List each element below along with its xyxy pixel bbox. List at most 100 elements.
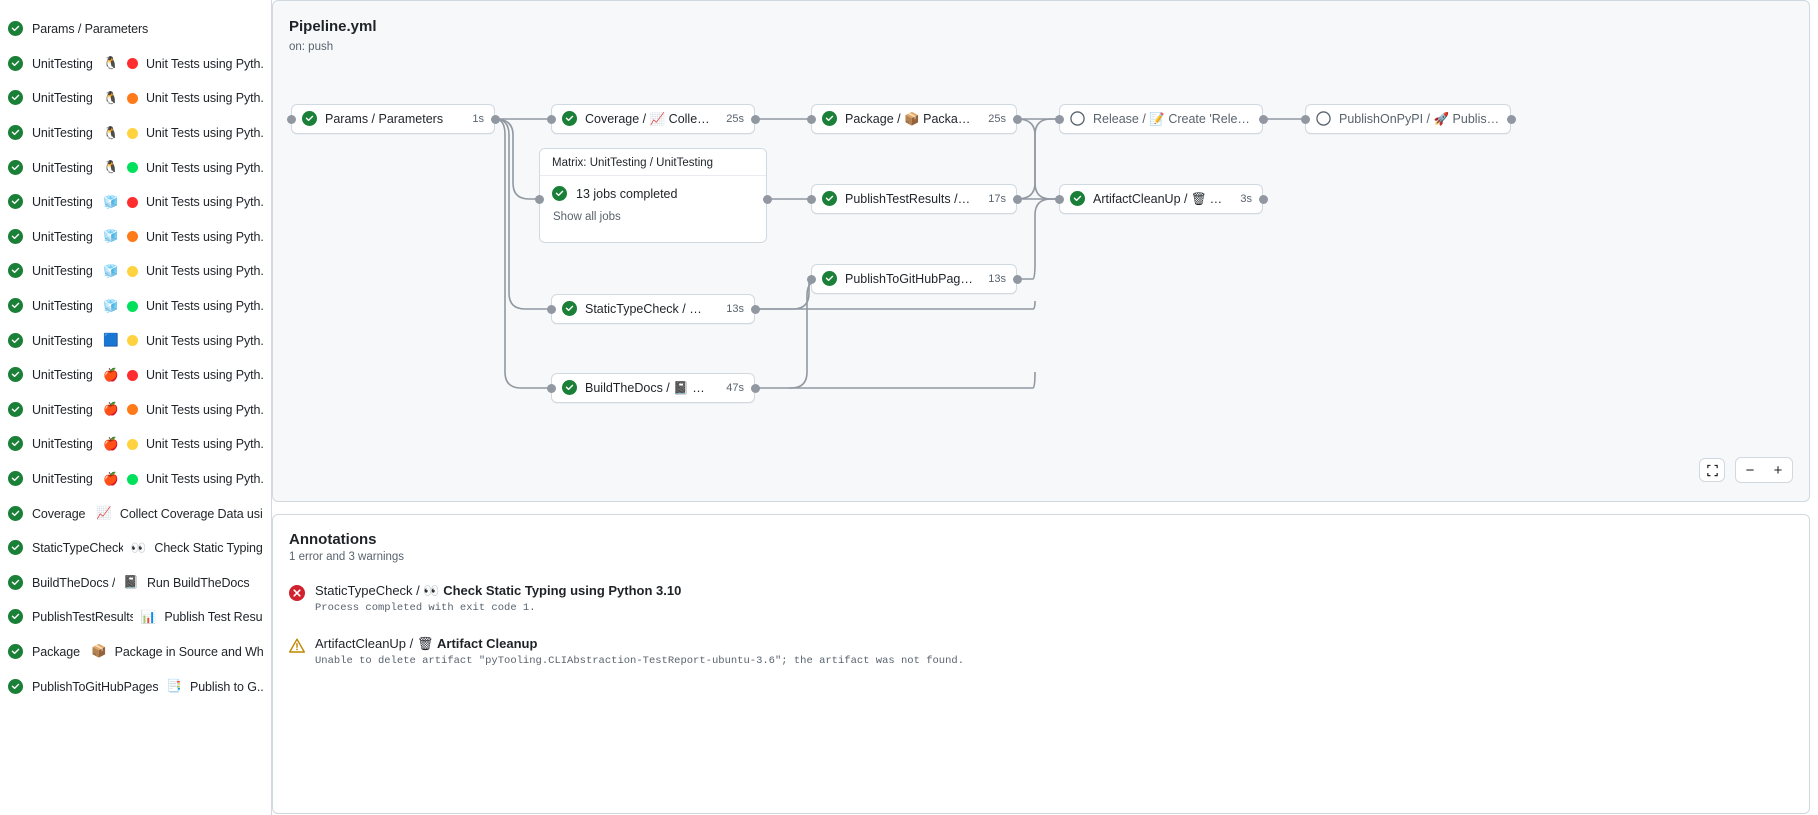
sidebar-job-item[interactable]: BuildTheDocs / 📓Run BuildTheDocs: [0, 566, 271, 601]
node-label: StaticTypeCheck / 👀 Chec...: [585, 301, 711, 316]
annotation-emoji-icon: 🗑: [416, 636, 434, 651]
sidebar-job-label-2: Unit Tests using Pyth...: [146, 56, 263, 71]
success-check-icon: [8, 125, 24, 141]
success-check-icon: [8, 505, 24, 522]
sidebar-job-item[interactable]: UnitTesting / 🍎Unit Tests using Pyth...: [0, 427, 271, 462]
python-version-dot: [127, 58, 138, 70]
graph-node-coverage[interactable]: Coverage / 📈 Collect Cove...25s: [551, 104, 755, 134]
sidebar-job-label: UnitTesting /: [32, 437, 96, 452]
python-version-dot: [127, 196, 138, 208]
node-emoji-icon: 👀: [689, 301, 705, 316]
success-check-icon: [1070, 191, 1086, 207]
node-label: Package / 📦 Package in So...: [845, 111, 973, 126]
success-check-icon: [8, 367, 24, 383]
sidebar-job-label-2: Unit Tests using Pyth...: [146, 437, 263, 452]
node-duration: 13s: [988, 273, 1006, 285]
show-all-jobs-link[interactable]: Show all jobs: [553, 211, 621, 223]
annotation-emoji-icon: 👀: [423, 583, 440, 598]
graph-node-cleanup[interactable]: ArtifactCleanUp / 🗑 Artifac...3s: [1059, 184, 1263, 214]
node-label: Release / 📝 Create 'Release P...: [1093, 111, 1252, 126]
graph-node-pypi[interactable]: PublishOnPyPI / 🚀 Publish to ...: [1305, 104, 1511, 134]
node-label: PublishTestResults / 📊 Pu...: [845, 192, 973, 207]
warning-icon: [289, 638, 305, 653]
success-check-icon: [8, 332, 24, 349]
skipped-circle-icon: [1070, 111, 1086, 127]
zoom-buttons-group[interactable]: − +: [1735, 457, 1793, 483]
sidebar-job-item[interactable]: Coverage / 📈Collect Coverage Data usi...: [0, 496, 271, 531]
sidebar-job-item[interactable]: UnitTesting / 🐧Unit Tests using Pyth...: [0, 150, 271, 185]
sidebar-job-item[interactable]: UnitTesting / 🐧Unit Tests using Pyth...: [0, 116, 271, 151]
annotation-item[interactable]: StaticTypeCheck / 👀 Check Static Typing …: [289, 583, 1793, 614]
graph-node-builddocs[interactable]: BuildTheDocs / 📓 Run Buil...47s: [551, 373, 755, 403]
annotations-list: StaticTypeCheck / 👀 Check Static Typing …: [289, 583, 1793, 667]
graph-node-package[interactable]: Package / 📦 Package in So...25s: [811, 104, 1017, 134]
node-emoji-icon: 📓: [673, 380, 689, 395]
graph-zoom-controls[interactable]: − +: [1699, 457, 1793, 483]
sidebar-job-item[interactable]: UnitTesting / 🧊Unit Tests using Pyth...: [0, 289, 271, 324]
graph-node-ghpages[interactable]: PublishToGitHubPages / 📑 ... 13s: [811, 264, 1017, 294]
sidebar-job-item[interactable]: PublishToGitHubPages / 📑Publish to G...: [0, 669, 271, 704]
success-check-icon: [562, 111, 578, 127]
zoom-out-button[interactable]: −: [1736, 458, 1764, 482]
python-version-dot: [127, 92, 138, 104]
sidebar-job-item[interactable]: UnitTesting / 🐧 Unit Tests using Pyth...: [0, 47, 271, 82]
sidebar-job-label-2: Run BuildTheDocs: [146, 575, 250, 590]
sidebar-job-label: PublishTestResults /: [32, 610, 133, 625]
graph-header: Pipeline.yml on: push: [273, 1, 1809, 53]
sidebar-job-item[interactable]: Package / 📦Package in Source and Wh...: [0, 635, 271, 670]
annotations-card: Annotations 1 error and 3 warnings Stati…: [272, 514, 1810, 814]
sidebar-job-label: Package /: [32, 644, 83, 659]
sidebar-job-item[interactable]: UnitTesting / 🍎Unit Tests using Pyth...: [0, 462, 271, 497]
sidebar-job-label-2: Package in Source and Wh...: [114, 644, 263, 659]
success-check-icon: [822, 271, 838, 287]
sidebar-job-item[interactable]: UnitTesting / 🐧Unit Tests using Pyth...: [0, 81, 271, 116]
sidebar-job-item[interactable]: UnitTesting / 🍎Unit Tests using Pyth...: [0, 393, 271, 428]
os-emoji-icon: 🐧: [103, 56, 119, 71]
success-check-icon: [8, 436, 24, 452]
sidebar-job-label: UnitTesting /: [32, 56, 96, 71]
os-emoji-icon: 🍎: [103, 471, 119, 486]
node-label: Params / Parameters: [325, 112, 444, 126]
sidebar-job-label: Params / Parameters: [32, 22, 149, 37]
python-version-dot: [127, 438, 138, 450]
sidebar-job-label: UnitTesting /: [32, 299, 96, 314]
annotation-step-name: Check Static Typing using Python 3.10: [443, 583, 682, 598]
node-emoji-icon: 🗑: [1190, 191, 1207, 206]
fit-screen-icon[interactable]: [1699, 458, 1725, 482]
zoom-in-button[interactable]: +: [1764, 458, 1792, 482]
sidebar-job-item[interactable]: UnitTesting / 🧊Unit Tests using Pyth...: [0, 220, 271, 255]
node-label: PublishToGitHubPages / 📑 ...: [845, 271, 974, 286]
sidebar-job-item[interactable]: UnitTesting / 🧊Unit Tests using Pyth...: [0, 254, 271, 289]
graph-node-statictype[interactable]: StaticTypeCheck / 👀 Chec...13s: [551, 294, 755, 324]
sidebar-job-label-2: Unit Tests using Pyth...: [146, 402, 263, 417]
os-emoji-icon: 🐧: [103, 90, 119, 105]
graph-node-release[interactable]: Release / 📝 Create 'Release P...: [1059, 104, 1263, 134]
sidebar-job-label: StaticTypeCheck /: [32, 541, 123, 556]
node-label: PublishOnPyPI / 🚀 Publish to ...: [1339, 111, 1500, 126]
sidebar-job-item[interactable]: UnitTesting / 🧊Unit Tests using Pyth...: [0, 185, 271, 220]
sidebar-job-item[interactable]: UnitTesting / 🟦Unit Tests using Pyth...: [0, 323, 271, 358]
success-check-icon: [8, 471, 24, 487]
python-version-dot: [127, 335, 138, 347]
graph-node-testresults[interactable]: PublishTestResults / 📊 Pu... 17s: [811, 184, 1017, 214]
node-duration: 17s: [988, 193, 1006, 205]
annotations-title: Annotations: [289, 531, 377, 548]
matrix-title: Matrix: UnitTesting / UnitTesting: [540, 149, 766, 176]
sidebar-job-item[interactable]: StaticTypeCheck / 👀Check Static Typing..…: [0, 531, 271, 566]
sidebar-job-item[interactable]: UnitTesting / 🍎Unit Tests using Pyth...: [0, 358, 271, 393]
success-check-icon: [822, 111, 838, 127]
node-label: ArtifactCleanUp / 🗑 Artifac...: [1093, 191, 1226, 206]
sidebar-job-item[interactable]: PublishTestResults / 📊Publish Test Resu.…: [0, 600, 271, 635]
python-version-dot: [127, 369, 138, 381]
matrix-jobs-summary: 13 jobs completed: [552, 186, 754, 202]
sidebar-job-item[interactable]: Params / Parameters: [0, 12, 271, 47]
node-emoji-icon: 🚀: [1433, 111, 1450, 126]
success-check-icon: [822, 191, 838, 207]
success-check-icon: [8, 55, 24, 72]
